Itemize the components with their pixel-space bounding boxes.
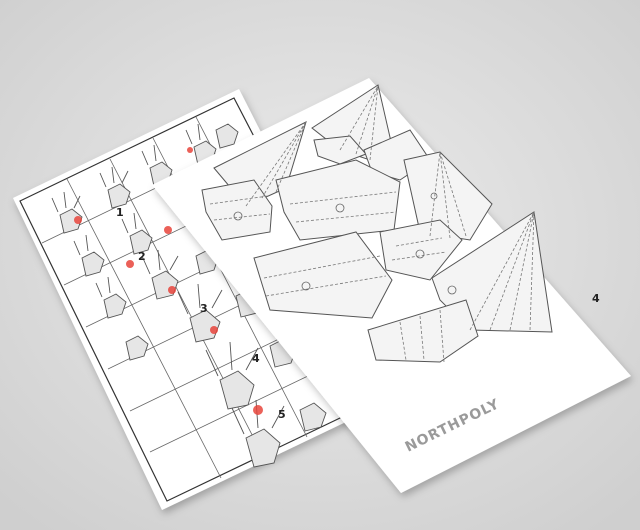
step-number: 3 — [200, 302, 208, 315]
cutout-pieces — [201, 84, 553, 363]
step-number: 5 — [278, 408, 286, 421]
step-number-labels: 1 2 3 4 5 — [116, 206, 286, 421]
cutout-piece — [253, 231, 393, 319]
piece-markers — [233, 192, 457, 295]
cutout-piece — [403, 151, 493, 241]
step-number: 4 — [252, 352, 260, 365]
cutout-piece — [201, 179, 273, 241]
step-number: 1 — [116, 206, 124, 219]
highlight-marks — [74, 147, 263, 415]
page-number: 4 — [592, 292, 600, 305]
cutout-piece — [367, 299, 479, 363]
template-sheet: NORTHPOLY 4 — [152, 78, 631, 493]
instruction-sheet: 1 2 3 4 5 — [13, 89, 396, 510]
fold-lines — [209, 85, 535, 363]
step-number: 2 — [138, 250, 146, 263]
